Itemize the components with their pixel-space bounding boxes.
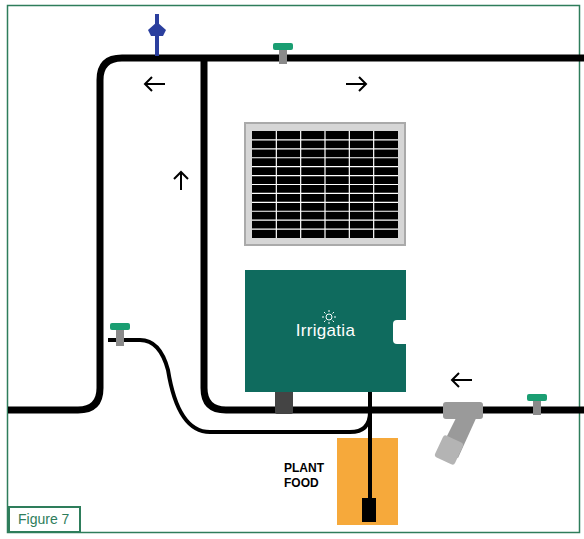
filter-cap bbox=[434, 434, 464, 465]
main-pipe bbox=[204, 58, 584, 410]
blue-dripper bbox=[155, 36, 159, 56]
hose-connector bbox=[275, 390, 293, 414]
tube-weight bbox=[362, 498, 376, 522]
solar-grid-line bbox=[276, 131, 277, 238]
side-notch bbox=[393, 320, 406, 344]
main-pipe bbox=[8, 58, 584, 410]
solar-grid-line bbox=[300, 131, 301, 238]
figure-caption: Figure 7 bbox=[8, 506, 81, 533]
solar-grid-line bbox=[373, 131, 374, 238]
dripper-cap bbox=[273, 43, 293, 50]
solar-grid-line bbox=[349, 131, 350, 238]
flow-arrow bbox=[452, 373, 472, 387]
filter bbox=[434, 402, 483, 466]
solar-panel bbox=[245, 123, 405, 245]
dripper bbox=[110, 323, 130, 346]
flow-arrow bbox=[346, 77, 366, 91]
blue-dripper bbox=[148, 22, 166, 36]
sun-icon bbox=[322, 310, 336, 324]
flow-arrow bbox=[145, 77, 165, 91]
solar-cells bbox=[252, 131, 398, 238]
dripper bbox=[273, 43, 293, 64]
sun-icon bbox=[326, 314, 332, 320]
solar-grid-line bbox=[324, 131, 325, 238]
feed-tube bbox=[368, 436, 372, 500]
flow-arrow bbox=[174, 172, 188, 190]
blue-dripper bbox=[148, 14, 166, 56]
dripper-cap bbox=[527, 394, 547, 401]
sun-rays bbox=[322, 310, 336, 324]
part-label: PLANT FOOD bbox=[284, 461, 334, 491]
dripper bbox=[527, 394, 547, 415]
plant-food-container bbox=[337, 438, 398, 525]
solar-grid bbox=[252, 131, 398, 238]
dripper-stem bbox=[279, 50, 287, 64]
controller-box: Irrigatia bbox=[245, 270, 406, 392]
dripper-stem bbox=[533, 401, 541, 415]
frame bbox=[8, 6, 580, 533]
feed-tube bbox=[368, 390, 372, 500]
dripper-cap bbox=[110, 323, 130, 330]
brand-logo: Irrigatia bbox=[296, 321, 355, 341]
dripper-stem bbox=[116, 330, 124, 346]
main-pipe bbox=[8, 58, 584, 410]
